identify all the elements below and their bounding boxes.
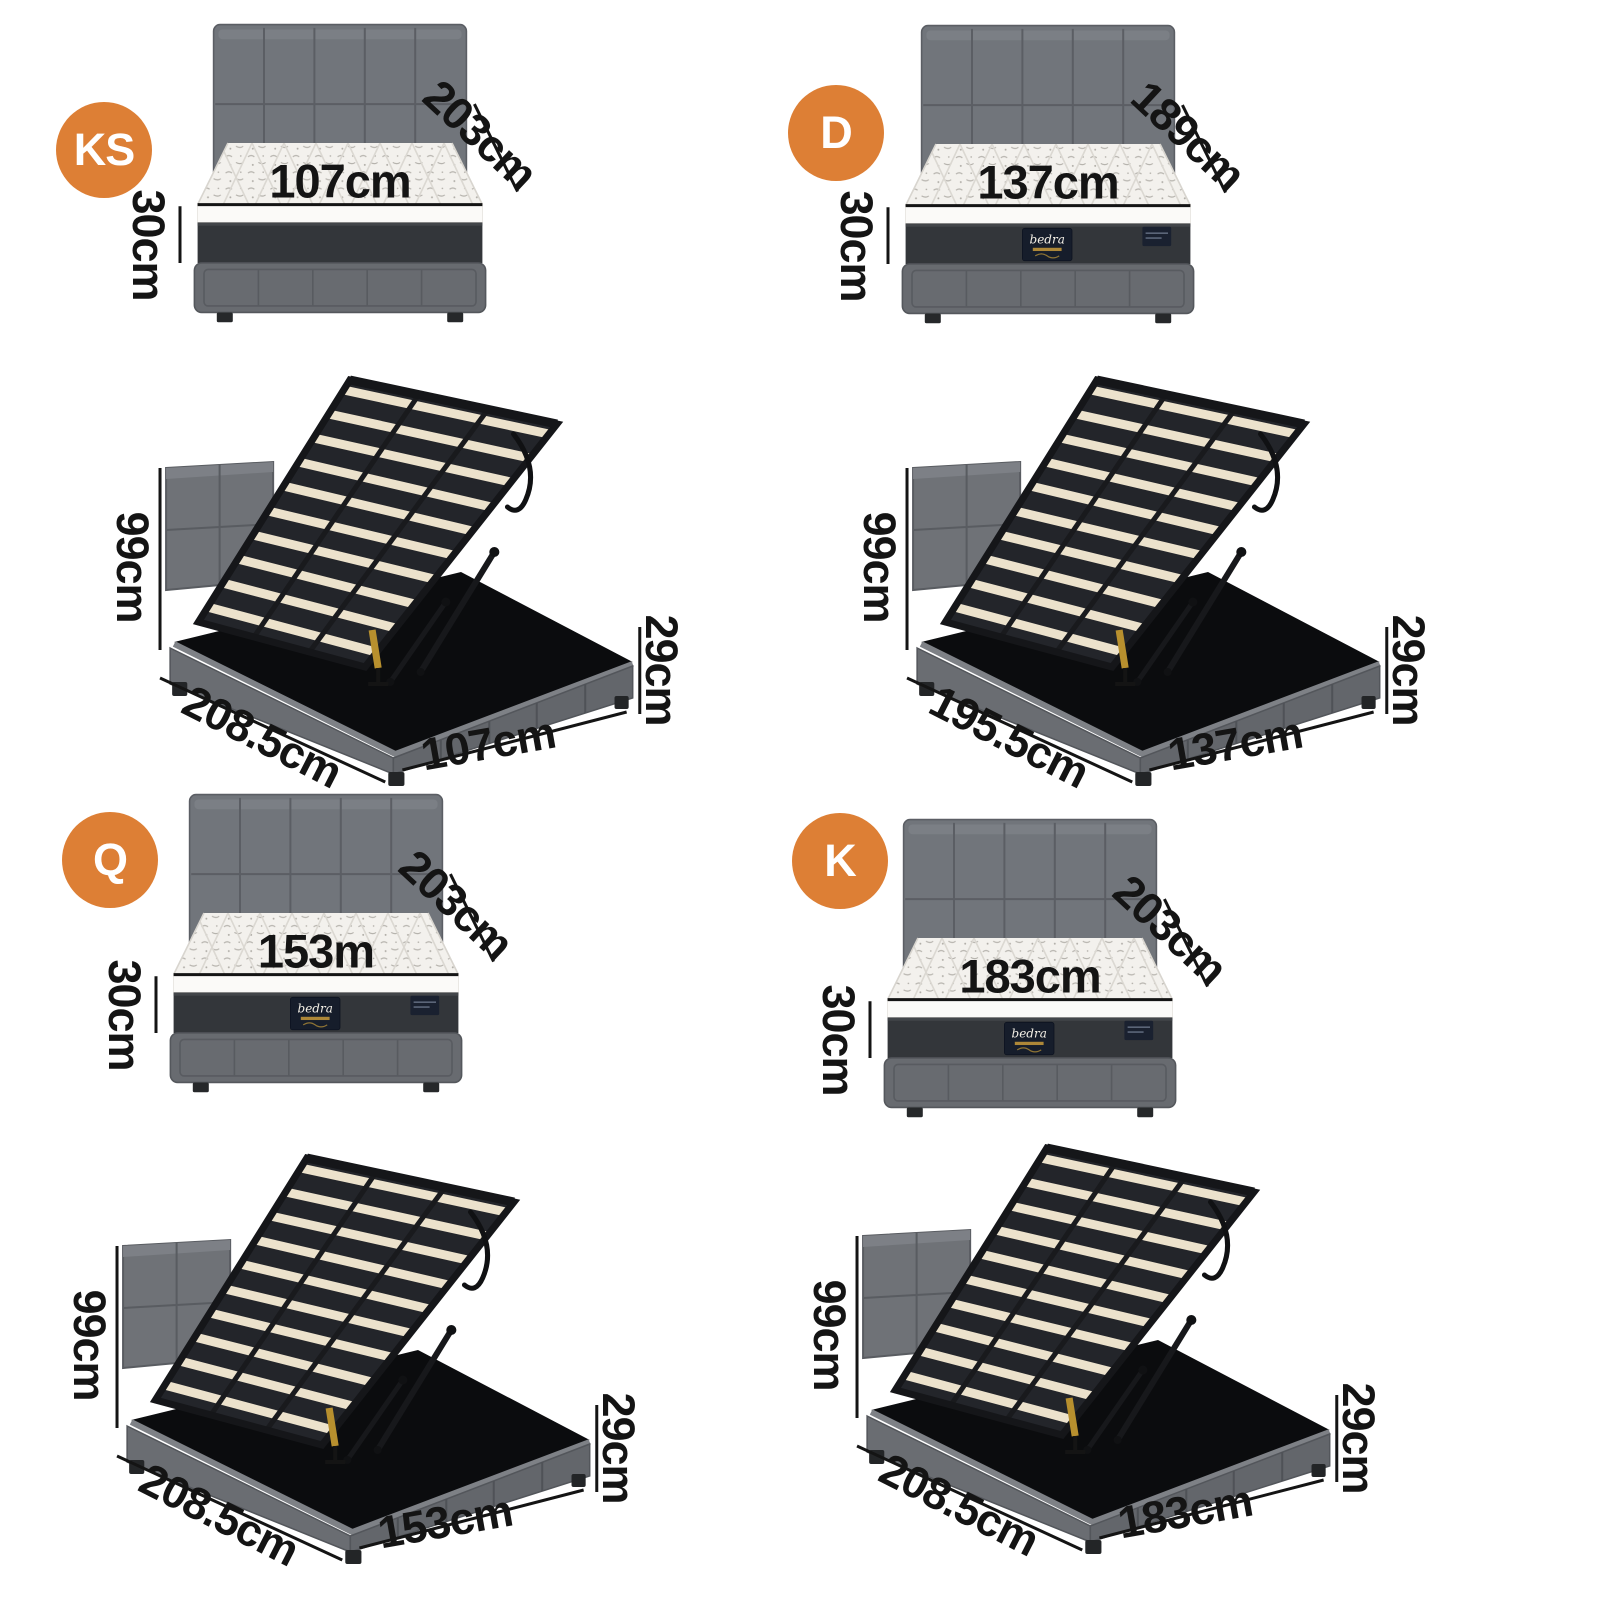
size-badge-d: D bbox=[788, 85, 884, 181]
frame-height-label: 99cm bbox=[854, 511, 905, 623]
mattress-width-label: 183cm bbox=[959, 949, 1101, 1003]
mattress-height-label: 30cm bbox=[99, 959, 150, 1071]
frame-base-height-label: 29cm bbox=[1333, 1382, 1384, 1494]
frame-height-label: 99cm bbox=[804, 1279, 855, 1391]
size-panel-queen: Q 153m 203cm 30cm 99cm 208.5cm 153cm 29c… bbox=[20, 788, 810, 1588]
frame-base-height-label: 29cm bbox=[636, 614, 687, 726]
mattress-width-label: 153m bbox=[257, 924, 375, 978]
size-panel-king: K 183cm 203cm 30cm 99cm 208.5cm 183cm 29… bbox=[780, 788, 1570, 1588]
frame-base-height-label: 29cm bbox=[593, 1392, 644, 1504]
mattress-bed-illustration: 153m 203cm 30cm bbox=[99, 793, 523, 1093]
mattress-height-label: 30cm bbox=[831, 190, 882, 302]
mattress-height-label: 30cm bbox=[813, 984, 864, 1096]
frame-height-label: 99cm bbox=[107, 511, 158, 623]
mattress-width-label: 137cm bbox=[977, 155, 1119, 209]
mattress-bed-illustration: 137cm 189cm 30cm bbox=[831, 24, 1255, 324]
size-badge-ks: KS bbox=[56, 102, 152, 198]
storage-frame-illustration: 99cm 195.5cm 137cm 29cm bbox=[854, 372, 1434, 798]
size-badge-q: Q bbox=[62, 812, 158, 908]
size-panel-double: D 137cm 189cm 30cm 99cm 195.5cm 137cm 29… bbox=[780, 10, 1570, 810]
size-panel-king-single: KS 107cm 203cm 30cm 99cm 208.5cm 107cm 2… bbox=[20, 10, 810, 810]
mattress-height-label: 30cm bbox=[123, 189, 174, 301]
storage-frame-illustration: 99cm 208.5cm 153cm 29cm bbox=[64, 1150, 644, 1576]
storage-frame-illustration: 99cm 208.5cm 183cm 29cm bbox=[804, 1140, 1384, 1566]
size-badge-k: K bbox=[792, 813, 888, 909]
mattress-width-label: 107cm bbox=[269, 154, 411, 208]
storage-frame-illustration: 99cm 208.5cm 107cm 29cm bbox=[107, 372, 687, 798]
mattress-bed-illustration: 183cm 203cm 30cm bbox=[813, 818, 1237, 1118]
frame-base-height-label: 29cm bbox=[1383, 614, 1434, 726]
mattress-bed-illustration: 107cm 203cm 30cm bbox=[123, 23, 547, 323]
frame-height-label: 99cm bbox=[64, 1289, 115, 1401]
